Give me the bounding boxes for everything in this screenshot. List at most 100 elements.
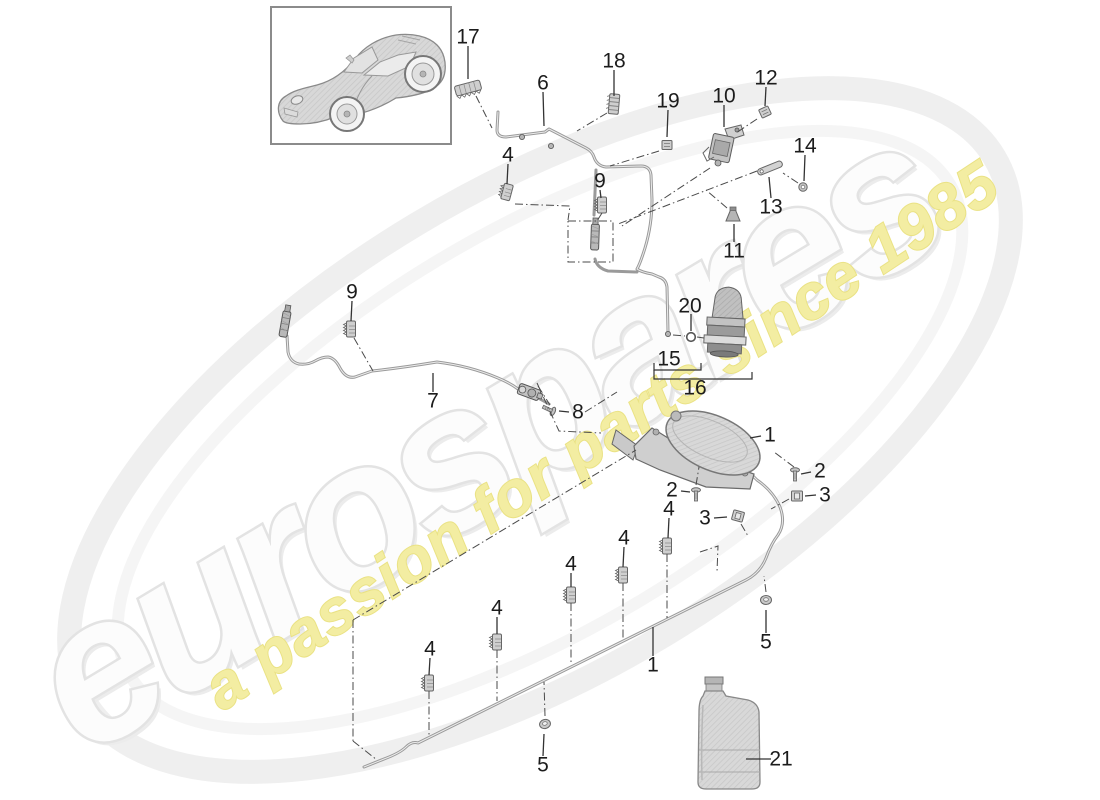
bottle-grip-ridges [700,704,704,781]
callout-18[interactable]: 18 [602,50,625,73]
callout-5[interactable]: 5 [537,754,549,777]
bottle-body [697,690,761,790]
callout-6[interactable]: 6 [537,72,549,95]
hardware-layer [278,79,808,730]
watermark-swoosh-inner [111,124,969,736]
callout-1[interactable]: 1 [764,424,776,447]
part-nub [665,331,671,337]
part-grommet [539,718,551,730]
callout-4[interactable]: 4 [565,553,577,576]
reservoir-1 [611,410,761,490]
callout-19[interactable]: 19 [656,90,679,113]
dash-dot-guide [696,336,705,339]
part-clip [593,196,607,214]
callout-2-dash [695,466,700,486]
callout-1[interactable]: 1 [647,654,659,677]
callout-17-dash [475,95,493,129]
callout-2-leader [680,490,691,493]
bottle-cap [704,676,724,685]
part-clipstack [605,93,621,115]
callout-4-leader [667,517,670,539]
callout-3-dash [740,523,749,537]
valve-left-arm [702,146,715,162]
car-side-window [362,51,417,77]
callout-3-leader [713,516,728,519]
callout-5-dash [543,681,546,717]
callout-4-leader [428,657,431,676]
accumulator-cone [711,286,744,320]
callout-9[interactable]: 9 [594,170,606,193]
pipe-front-line-7-hl [286,335,519,390]
callout-13-dash [617,170,758,225]
part-nut [798,182,808,192]
part-clipwide [454,79,482,100]
callout-12-leader [764,86,767,107]
pipe-upper-line-6-hl [496,111,669,333]
dash-dot-guide [672,334,686,337]
callout-12-dash [735,118,758,134]
span-bracket [653,363,702,371]
callout-3[interactable]: 3 [819,484,831,507]
callout-4-leader [622,546,625,568]
callout-19-leader [666,109,669,138]
callout-10[interactable]: 10 [712,85,735,108]
callout-2[interactable]: 2 [814,460,826,483]
callout-17[interactable]: 17 [456,26,479,49]
part-squareclip [731,509,745,523]
car-front-intake [283,107,299,118]
callout-15[interactable]: 15 [657,348,680,371]
callout-3[interactable]: 3 [699,507,711,530]
dash-dot-guide [699,545,719,573]
callout-4[interactable]: 4 [663,498,675,521]
reservoir-tab-1 [652,428,660,436]
reservoir-cap [670,410,682,422]
callout-8[interactable]: 8 [572,401,584,424]
callout-19-dash [609,150,660,167]
part-oring [685,331,697,343]
callout-14[interactable]: 14 [793,135,817,158]
callout-11[interactable]: 11 [723,240,745,263]
callout-7[interactable]: 7 [427,390,439,413]
callout-12[interactable]: 12 [754,67,777,90]
part-bolt [790,467,800,482]
callout-3-dash [770,498,790,510]
callout-4[interactable]: 4 [618,527,630,550]
callout-4[interactable]: 4 [502,144,514,167]
callout-16[interactable]: 16 [683,377,706,400]
callout-4[interactable]: 4 [424,638,436,661]
part-clip [562,586,576,604]
part-fitting [516,383,544,401]
callout-4[interactable]: 4 [491,597,503,620]
callout-2-leader [800,471,812,475]
callout-14-leader [803,154,806,182]
pipe-branch-sensor [592,168,639,274]
callout-5[interactable]: 5 [760,631,772,654]
car-headlight [290,95,304,105]
car-front-hub [343,110,351,118]
callout-2[interactable]: 2 [666,479,678,502]
callout-9[interactable]: 9 [346,281,358,304]
callout-13[interactable]: 13 [759,196,782,219]
dash-dot-guide [584,391,618,413]
part-clip [488,633,502,651]
part-grommet [760,595,772,605]
callout-9-dash [353,337,374,372]
pipes [285,110,785,769]
part-nub [548,143,554,149]
callout-14-dash [782,172,799,184]
callout-5-dash [763,575,767,593]
part-clip [658,537,672,555]
valve-port [714,159,722,167]
dash-dot-guide [352,740,378,761]
callout-8-dash [537,385,551,406]
callout-11-dash [705,189,728,209]
car-engine-vents [397,35,421,45]
callout-20[interactable]: 20 [678,295,701,318]
accumulator-16 [703,286,747,358]
callout-3-leader [804,494,817,497]
callout-21[interactable]: 21 [769,748,792,771]
